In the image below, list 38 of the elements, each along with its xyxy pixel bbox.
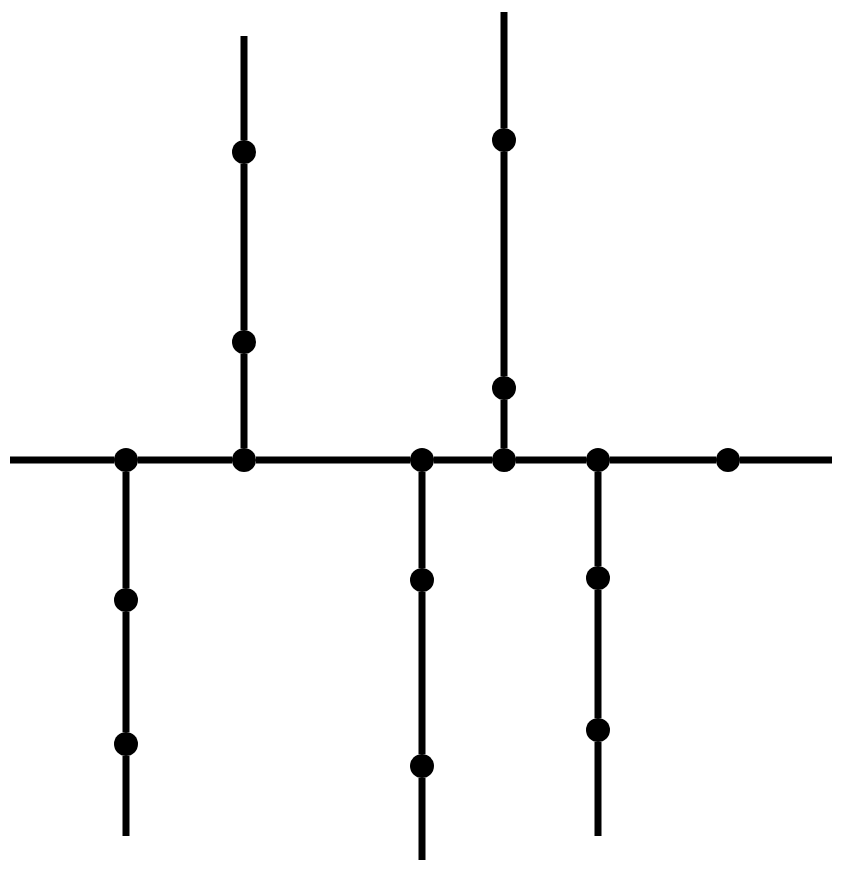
dot: [232, 330, 256, 354]
dot: [232, 448, 256, 472]
line: [594, 742, 602, 836]
line: [122, 612, 130, 732]
line: [500, 400, 508, 448]
line: [10, 456, 114, 464]
line: [240, 164, 248, 330]
dot: [716, 448, 740, 472]
dot: [492, 448, 516, 472]
dot: [114, 588, 138, 612]
dot: [586, 448, 610, 472]
line: [434, 456, 492, 464]
line: [500, 12, 508, 128]
dot: [586, 566, 610, 590]
line: [418, 472, 426, 568]
dot: [410, 754, 434, 778]
line: [138, 456, 232, 464]
line: [418, 592, 426, 754]
line: [240, 36, 248, 140]
line: [610, 456, 716, 464]
dot: [492, 128, 516, 152]
line: [256, 456, 410, 464]
dot: [410, 448, 434, 472]
dot: [586, 718, 610, 742]
dot: [114, 448, 138, 472]
dot: [410, 568, 434, 592]
line: [122, 756, 130, 836]
line: [240, 354, 248, 448]
line: [418, 778, 426, 860]
dot: [232, 140, 256, 164]
dot: [114, 732, 138, 756]
line: [500, 152, 508, 376]
line: [516, 456, 586, 464]
dot: [492, 376, 516, 400]
line: [122, 472, 130, 588]
line: [594, 590, 602, 718]
line: [594, 472, 602, 566]
line: [740, 456, 832, 464]
